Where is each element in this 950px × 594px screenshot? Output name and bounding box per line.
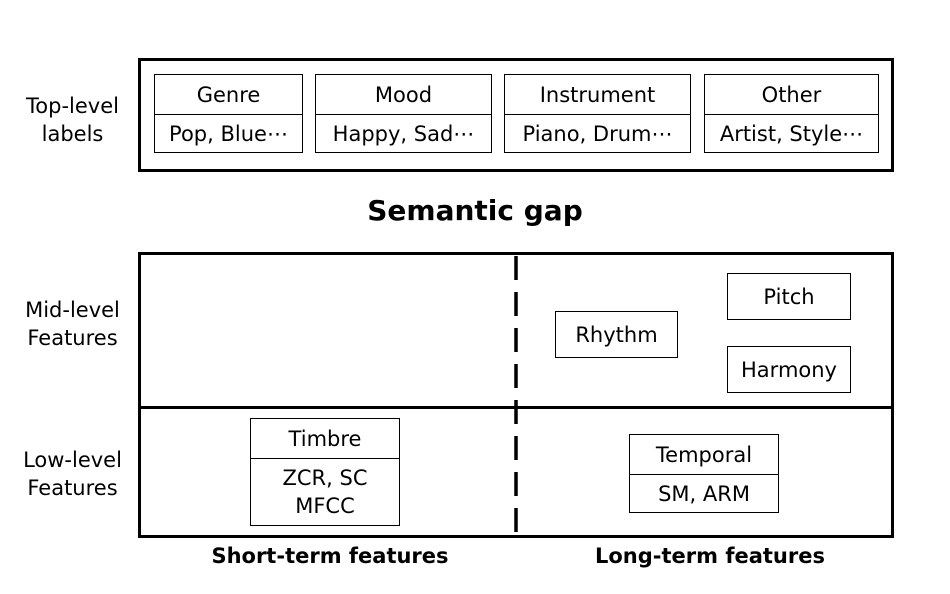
mid-level-label-line2: Features <box>27 326 118 350</box>
mood-title: Mood <box>374 82 433 107</box>
mood-card: Mood Happy, Sad⋯ <box>315 74 492 153</box>
timbre-examples-line2: MFCC <box>295 494 355 518</box>
other-card: Other Artist, Style⋯ <box>704 74 879 153</box>
pitch-box: Pitch <box>727 273 851 320</box>
instrument-card: Instrument Piano, Drum⋯ <box>504 74 691 153</box>
top-level-label-line2: labels <box>41 122 104 146</box>
top-level-frame <box>138 58 894 172</box>
mid-level-label-line1: Mid-level <box>25 298 120 322</box>
other-examples: Artist, Style⋯ <box>705 114 878 152</box>
rhythm-box: Rhythm <box>555 311 678 358</box>
semantic-gap-title: Semantic gap <box>367 194 583 227</box>
timbre-examples: ZCR, SC MFCC <box>251 458 399 525</box>
mid-level-label: Mid-level Features <box>10 296 135 352</box>
timbre-card: Timbre ZCR, SC MFCC <box>250 418 400 526</box>
low-level-label-line2: Features <box>27 476 118 500</box>
temporal-title: Temporal <box>655 442 753 467</box>
low-level-label-line1: Low-level <box>23 448 122 472</box>
timbre-examples-line1: ZCR, SC <box>282 466 368 490</box>
low-level-label: Low-level Features <box>10 446 135 502</box>
other-title: Other <box>761 82 822 107</box>
genre-examples: Pop, Blue⋯ <box>155 114 302 152</box>
genre-card: Genre Pop, Blue⋯ <box>154 74 303 153</box>
instrument-title: Instrument <box>539 82 656 107</box>
features-frame <box>138 252 894 538</box>
temporal-examples: SM, ARM <box>630 474 778 512</box>
short-long-divider <box>514 256 518 532</box>
mood-examples: Happy, Sad⋯ <box>316 114 491 152</box>
genre-title: Genre <box>196 82 261 107</box>
temporal-card: Temporal SM, ARM <box>629 434 779 513</box>
short-term-label: Short-term features <box>211 544 449 568</box>
top-level-label: Top-level labels <box>10 92 135 148</box>
long-term-label: Long-term features <box>595 544 825 568</box>
top-level-label-line1: Top-level <box>26 94 119 118</box>
instrument-examples: Piano, Drum⋯ <box>505 114 690 152</box>
harmony-box: Harmony <box>727 346 851 393</box>
timbre-title: Timbre <box>288 426 362 451</box>
